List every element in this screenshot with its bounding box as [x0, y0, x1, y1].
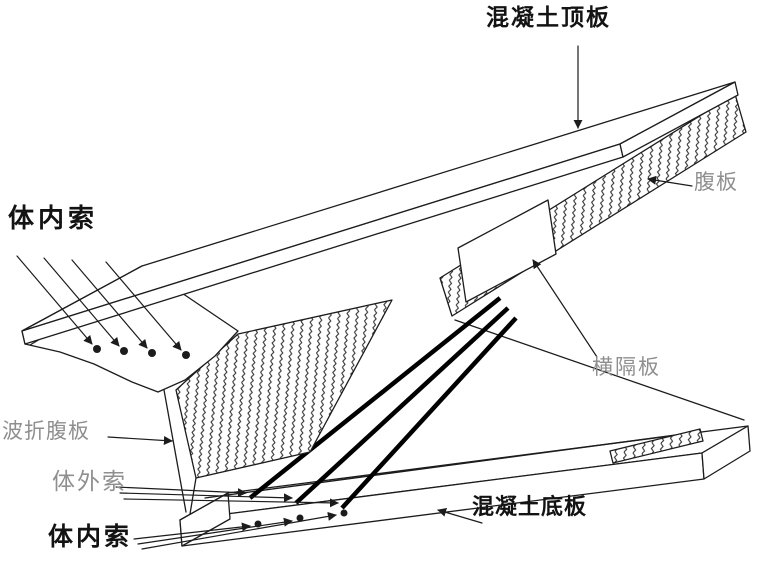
corrugated-web-arrow: [107, 436, 173, 445]
leader-arrows: [16, 45, 693, 550]
internal-tendon-top-label: 体内索: [8, 204, 99, 234]
corrugated-web-label: 波折腹板: [2, 419, 90, 443]
near-corrugated-web: [175, 299, 393, 479]
internal-tendon-bottom-arrow: [141, 511, 337, 550]
web-arrow: [647, 175, 693, 187]
external-tendon-arrow: [119, 492, 293, 503]
internal-tendon-top-leader: [43, 257, 120, 347]
internal-tendon-bottom-arrow: [137, 517, 293, 545]
internal-tendon-bottom-arrow: [133, 522, 251, 540]
diaphragm-arrow: [532, 259, 598, 358]
top-slab-right-end-face: [619, 81, 739, 158]
top-slab-label: 混凝土顶板: [486, 5, 611, 31]
diaphragm-plate: [457, 199, 557, 303]
bottom-slab-inner-edge-line: [204, 431, 699, 499]
external-tendons: [248, 296, 518, 510]
near-web-foot-line: [189, 477, 197, 515]
near-web-edge-line: [163, 389, 187, 513]
internal-tendon-top-leader: [105, 261, 182, 351]
web-label: 腹板: [694, 170, 738, 194]
internal-tendon-top-leader: [71, 259, 148, 349]
internal-tendon-top-leader: [16, 255, 93, 345]
external-tendon-label: 体外索: [52, 469, 127, 495]
bottom-slab-label: 混凝土底板: [472, 495, 588, 520]
diaphragm-label: 横隔板: [592, 355, 661, 379]
web-bottom-chord-line: [454, 319, 745, 421]
internal-tendon-bottom-label: 体内索: [48, 522, 133, 551]
external-tendon-line: [248, 296, 502, 500]
bottom-slab-arrow: [437, 507, 483, 524]
bottom-slab-right-end-face: [701, 425, 751, 480]
external-tendon-line: [294, 306, 510, 505]
internal-tendon-dots-top: [93, 345, 190, 359]
external-tendon-arrow: [123, 498, 339, 508]
top-slab-end-cross-section: [21, 265, 239, 393]
bottom-slab-corrugation-strip: [609, 428, 704, 464]
external-tendon-line: [340, 316, 518, 510]
external-tendon-arrow: [115, 486, 247, 498]
